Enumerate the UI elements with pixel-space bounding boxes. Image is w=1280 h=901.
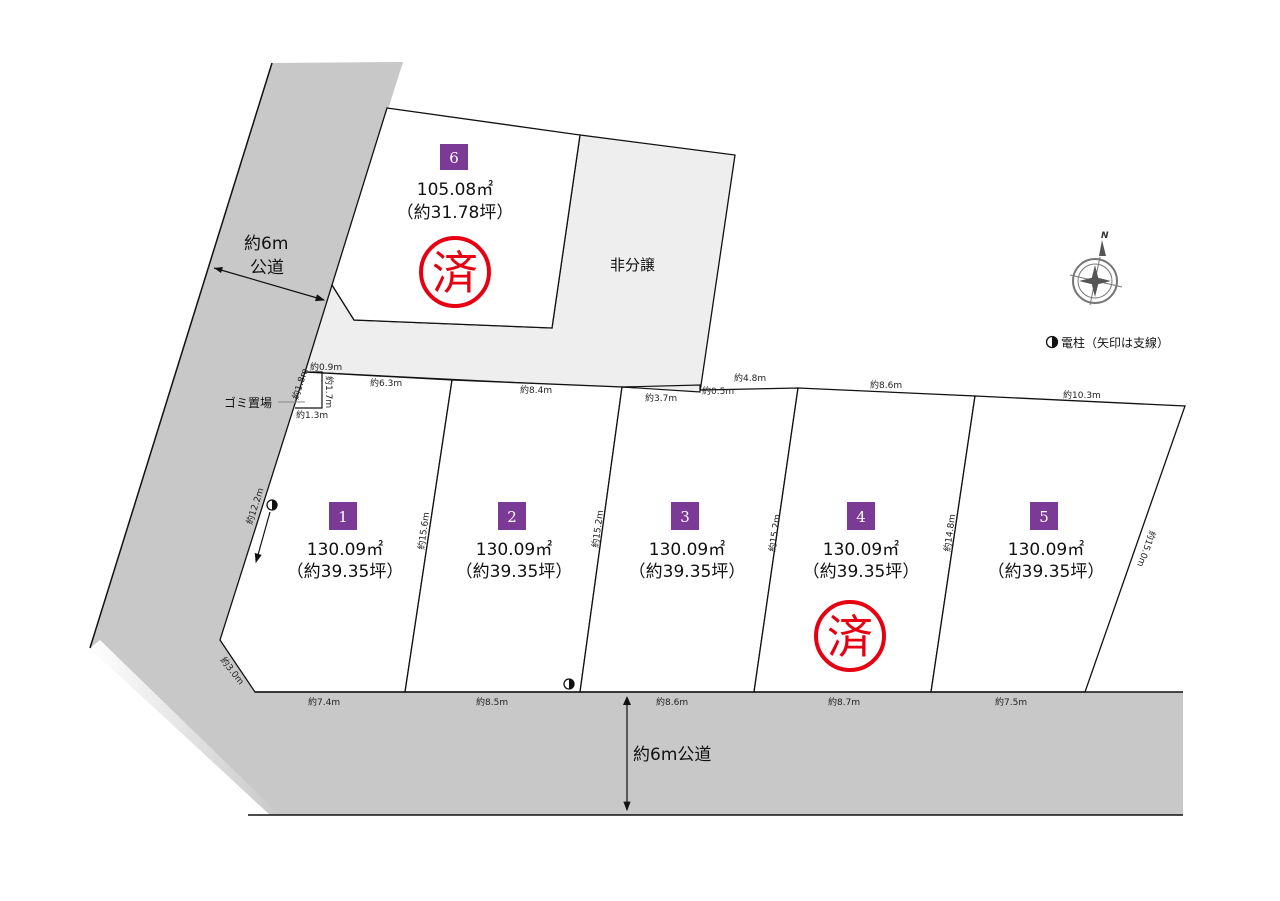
road-edge bbox=[89, 62, 273, 649]
lot-area: 130.09㎡ bbox=[476, 540, 552, 560]
lot-number-badge bbox=[847, 502, 875, 530]
lot-number-badge bbox=[498, 502, 526, 530]
utility-pole-icon bbox=[563, 678, 575, 690]
lot-tsubo: （約39.35坪） bbox=[629, 562, 746, 582]
dimension-label: 約0.5m bbox=[702, 385, 734, 397]
sold-stamp-text: 済 bbox=[432, 246, 478, 300]
lot-label-6: 6 105.08㎡ （約31.78坪） bbox=[397, 144, 514, 223]
lot-tsubo: （約39.35坪） bbox=[803, 562, 920, 582]
lot-tsubo: （約39.35坪） bbox=[287, 562, 404, 582]
garbage-label: ゴミ置場 bbox=[224, 395, 272, 410]
lot-number: 1 bbox=[338, 508, 348, 526]
lot-label-3: 3 130.09㎡（約39.35坪） bbox=[629, 502, 746, 582]
utility-pole-icon bbox=[266, 499, 278, 511]
lot-area: 130.09㎡ bbox=[307, 540, 383, 560]
lot-label-5: 5 130.09㎡（約39.35坪） bbox=[988, 502, 1105, 582]
dimension-label: 約10.3m bbox=[1063, 389, 1101, 401]
lot-tsubo: （約39.35坪） bbox=[988, 562, 1105, 582]
lot-number-badge bbox=[1030, 502, 1058, 530]
dimension-label: 約3.7m bbox=[645, 392, 677, 404]
compass-north-label: N bbox=[1101, 231, 1109, 241]
non-sale-corner bbox=[621, 384, 701, 393]
compass-icon bbox=[1069, 240, 1123, 306]
road-corner-fade bbox=[90, 640, 280, 815]
lot-number: 5 bbox=[1039, 508, 1049, 526]
lot-number-badge bbox=[440, 144, 468, 170]
lot-label-1: 1 130.09㎡（約39.35坪） bbox=[287, 502, 404, 582]
lot-number: 2 bbox=[507, 508, 517, 526]
dimension-label: 約8.6m bbox=[656, 696, 688, 708]
lot-area: 130.09㎡ bbox=[823, 540, 899, 560]
arrow-head bbox=[214, 267, 223, 273]
lot-label-2: 2 130.09㎡（約39.35坪） bbox=[456, 502, 573, 582]
dimension-label: 約8.5m bbox=[476, 696, 508, 708]
lot-area: 105.08㎡ bbox=[417, 180, 493, 200]
dimension-label: 約4.8m bbox=[734, 372, 766, 384]
sold-stamp-text: 済 bbox=[827, 610, 873, 664]
dimension-label: 約8.6m bbox=[870, 379, 902, 391]
dimension-label: 約7.5m bbox=[995, 696, 1027, 708]
lot-area: 130.09㎡ bbox=[1008, 540, 1084, 560]
garbage-area bbox=[295, 371, 323, 409]
lot-number-badge bbox=[671, 502, 699, 530]
dimension-label: 約6.3m bbox=[370, 377, 402, 389]
lot-number: 6 bbox=[449, 149, 459, 167]
west-road-width-arrow bbox=[213, 267, 326, 302]
sold-stamp: 済 bbox=[419, 236, 491, 308]
legend-text: 電柱（矢印は支線） bbox=[1061, 335, 1169, 350]
west-road-label: 約6m bbox=[244, 234, 288, 254]
lot-tsubo: （約31.78坪） bbox=[397, 203, 514, 223]
lot-number: 4 bbox=[856, 508, 866, 526]
sold-stamp: 済 bbox=[814, 600, 886, 672]
south-road-label: 約6m公道 bbox=[633, 745, 711, 765]
utility-pole-icon bbox=[1045, 335, 1059, 349]
arrow-head bbox=[623, 696, 631, 705]
guy-wire-arrow bbox=[254, 511, 271, 564]
dimension-label: 約8.7m bbox=[828, 696, 860, 708]
lot-tsubo: （約39.35坪） bbox=[456, 562, 573, 582]
dimension-label: 約0.9m bbox=[310, 361, 342, 373]
non-sale-label: 非分譲 bbox=[610, 256, 655, 274]
lot-number: 3 bbox=[680, 508, 690, 526]
lot-area: 130.09㎡ bbox=[649, 540, 725, 560]
dimension-label: 約7.4m bbox=[308, 696, 340, 708]
west-road-label-2: 公道 bbox=[250, 258, 284, 278]
lot-number-badge bbox=[329, 502, 357, 530]
dimension-label: 約8.4m bbox=[520, 384, 552, 396]
dimension-label: 約1.3m bbox=[296, 409, 328, 421]
lot-6[interactable] bbox=[331, 107, 581, 329]
lot-label-4: 4 130.09㎡（約39.35坪） bbox=[803, 502, 920, 582]
dimension-label: 約1.7m bbox=[323, 376, 335, 408]
